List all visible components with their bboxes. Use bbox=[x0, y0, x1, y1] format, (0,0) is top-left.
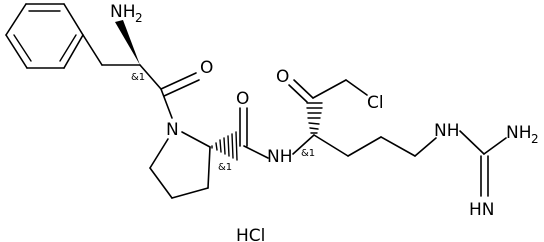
ketone-oxygen: O bbox=[276, 67, 289, 87]
stereo-label-2: &1 bbox=[218, 162, 232, 173]
ring-nitrogen: N bbox=[166, 120, 179, 140]
guanidine-nh2: NH bbox=[506, 123, 532, 143]
benzyl-chain bbox=[82, 34, 141, 66]
arg-alpha-region: &1 O Cl bbox=[276, 67, 437, 159]
wedge-bond-amine bbox=[115, 20, 140, 65]
hcl-salt-label: HCl bbox=[236, 226, 265, 242]
stereo-label-3: &1 bbox=[301, 148, 315, 159]
carbonyl-oxygen-1: O bbox=[200, 58, 213, 78]
pyrrolidine-ring: N bbox=[149, 120, 211, 199]
amide-nh: NH bbox=[267, 147, 293, 167]
phe-carbonyl: O bbox=[160, 58, 213, 119]
guanidine-group: NH NH 2 HN bbox=[434, 121, 539, 220]
guanidine-nh2-subscript: 2 bbox=[531, 132, 539, 146]
guanidine-imine: HN bbox=[469, 200, 495, 220]
phenyl-ring bbox=[5, 3, 84, 69]
pro-amide: O NH bbox=[236, 89, 315, 167]
guanidine-nh: NH bbox=[434, 121, 460, 141]
amine-subscript: 2 bbox=[135, 11, 143, 25]
amide-oxygen: O bbox=[236, 89, 249, 109]
phe-alpha-carbon: NH 2 &1 bbox=[110, 2, 162, 90]
amine-label: NH bbox=[110, 2, 136, 22]
pro-alpha-hashed: &1 bbox=[211, 131, 238, 173]
chlorine: Cl bbox=[367, 93, 384, 113]
stereo-label-1: &1 bbox=[131, 72, 145, 83]
